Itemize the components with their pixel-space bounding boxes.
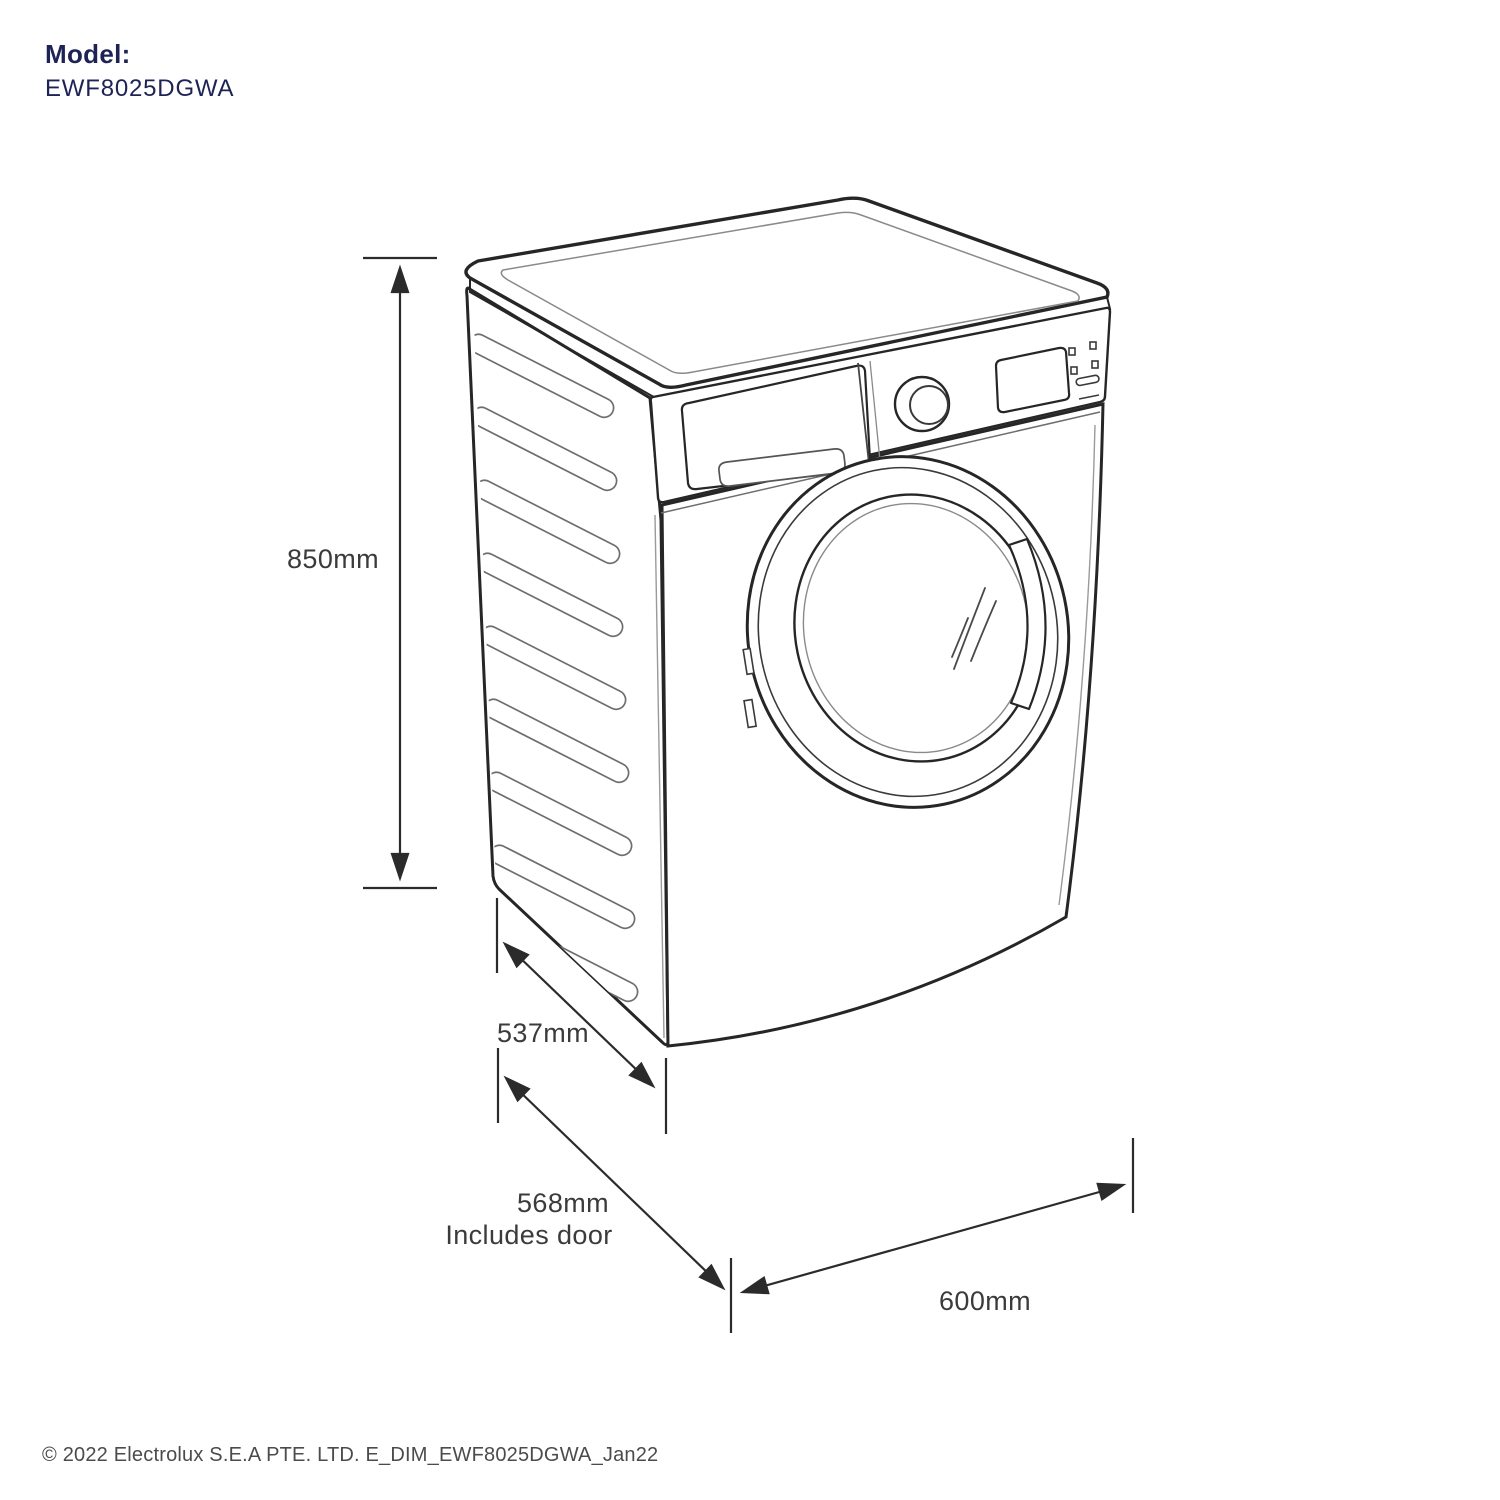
arrowhead [390, 264, 410, 294]
washing-machine-illustration [464, 196, 1112, 1048]
arrowhead [739, 1275, 770, 1295]
front-right-corner-line [1058, 424, 1096, 906]
width-dimension [739, 1138, 1135, 1295]
dimension-line [514, 952, 644, 1077]
depth-dimension-label: 537mm [497, 1018, 589, 1048]
program-knob-cap [909, 385, 949, 425]
copyright-text: © 2022 Electrolux S.E.A PTE. LTD. E_DIM_… [42, 1444, 659, 1466]
arrowhead [503, 1075, 531, 1103]
indicator-buttons [1068, 341, 1100, 400]
depth-with-door-note-label: Includes door [445, 1220, 612, 1250]
depth-with-door-dimension-label: 568mm [517, 1188, 609, 1218]
indicator-button [1070, 366, 1078, 375]
dimension-line [756, 1187, 1111, 1290]
display-screen [994, 346, 1071, 414]
door-handle [1007, 537, 1047, 711]
arrowhead [628, 1061, 656, 1089]
dimension-line [515, 1087, 714, 1279]
arrowhead [1096, 1182, 1127, 1202]
height-dimension-label: 850mm [287, 544, 379, 574]
glass-reflection [951, 587, 997, 670]
arrowhead [502, 941, 530, 969]
panel-divider-line-2 [869, 360, 882, 472]
depth-with-door-dimension [496, 1048, 733, 1333]
panel-divider-line [857, 362, 871, 474]
height-dimension [363, 256, 437, 890]
top-panel-inner-line [500, 211, 1080, 375]
indicator-button [1068, 347, 1076, 356]
model-number: EWF8025DGWA [45, 74, 235, 102]
front-left-corner-line [654, 514, 665, 1039]
door-hinge [742, 647, 755, 676]
arrowhead [390, 852, 410, 882]
indicator-button [1089, 341, 1097, 350]
indicator-button [1091, 360, 1099, 369]
door-hinge [743, 698, 758, 729]
start-button [1075, 374, 1100, 387]
model-label: Model: [45, 39, 131, 69]
model-header: Model: EWF8025DGWA [45, 39, 235, 102]
width-dimension-label: 600mm [939, 1286, 1031, 1316]
vent-slot [473, 333, 615, 419]
panel-marking [1078, 394, 1100, 400]
depth-dimension [495, 898, 668, 1134]
vent-slot [473, 406, 618, 492]
arrowhead [698, 1263, 726, 1291]
